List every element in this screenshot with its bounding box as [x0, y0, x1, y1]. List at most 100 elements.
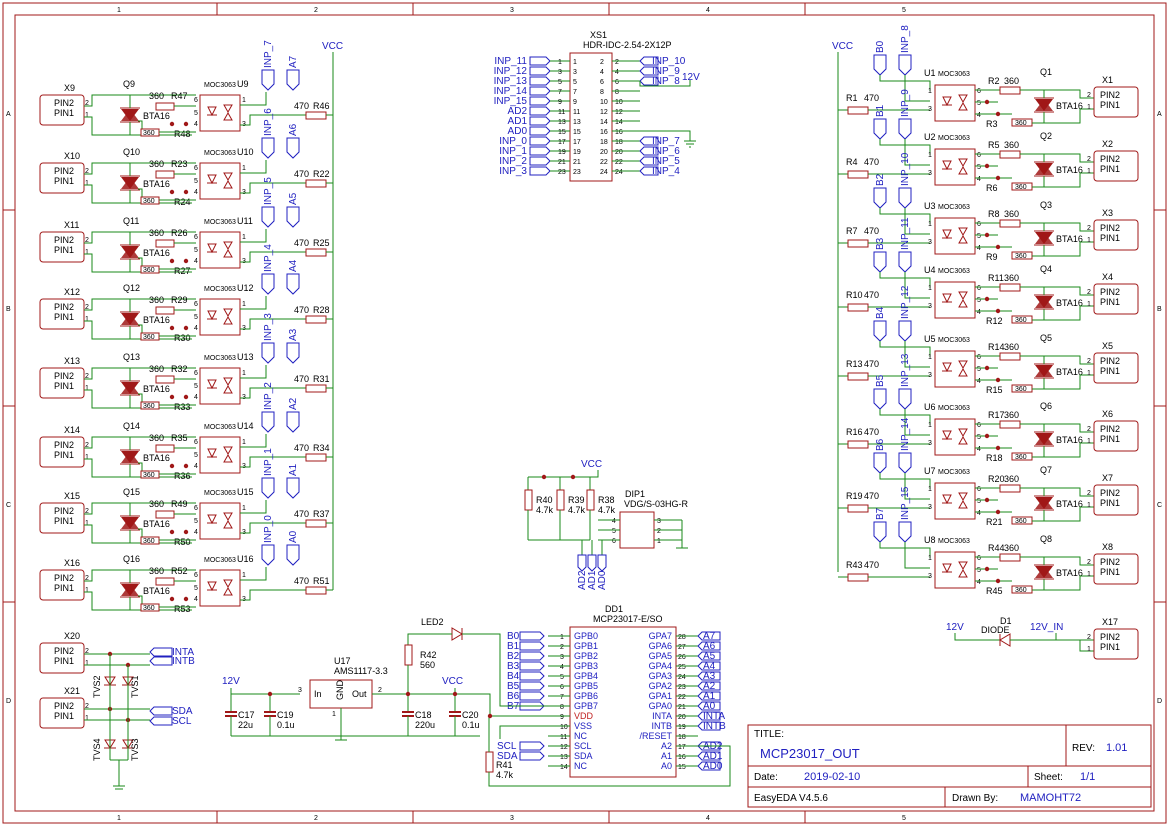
connector-x6 [1093, 420, 1139, 452]
mcu-pin-name: GPA7 [649, 631, 672, 641]
resistor-ref: R48 [174, 129, 191, 139]
pin-label: PIN2 [1100, 287, 1120, 297]
drawn-value: MAMOHT72 [1020, 792, 1081, 804]
net-label: A6 [288, 123, 299, 136]
pin-number: 3 [928, 303, 932, 310]
resistor-ref: R11 [988, 273, 1004, 283]
resistor-ref: R50 [174, 537, 191, 547]
resistor-value: 470 [864, 359, 879, 369]
pin-number: 1 [85, 587, 89, 594]
net-label-vcc: VCC [442, 676, 463, 687]
net-label: INP_9 [900, 89, 911, 117]
mcu-pin-name: GPA4 [649, 661, 672, 671]
pin-number: 1 [242, 301, 246, 308]
title-label: TITLE: [754, 729, 784, 740]
header-net-flag [529, 66, 551, 76]
frame-row-label: D [6, 698, 11, 705]
pin-number: 12 [600, 109, 608, 116]
pin-number: 2 [85, 304, 89, 311]
pin-number: 3 [928, 573, 932, 580]
capacitor-ref: C18 [415, 710, 432, 720]
mcu-net-flag [697, 711, 721, 721]
pin-number: 2 [85, 100, 89, 107]
pin-number: 19 [558, 149, 566, 156]
resistor-ref: R34 [313, 443, 330, 453]
connector-ref: X11 [64, 220, 79, 230]
mcu-pin-name: INTB [651, 721, 672, 731]
resistor-value: 360 [149, 433, 164, 443]
connector-ref: X10 [64, 151, 80, 161]
pin-number: 1 [928, 88, 932, 95]
opto-ref: U12 [237, 283, 254, 293]
pin-number: 3 [928, 106, 932, 113]
resistor-ref: R42 [420, 650, 437, 660]
pin-number: 2 [85, 575, 89, 582]
triac-model: BTA16 [143, 179, 170, 189]
pin-label: PIN1 [1100, 366, 1120, 376]
resistor-value: 360 [143, 267, 155, 274]
net-label: INP_11 [900, 217, 911, 250]
resistor-ref: R33 [174, 402, 191, 412]
sheet-label: Sheet: [1034, 772, 1063, 783]
pin-number: 2 [560, 644, 564, 651]
triac-ref: Q3 [1040, 200, 1052, 210]
pin-number: 5 [977, 233, 981, 240]
pin-number: 1 [85, 180, 89, 187]
pin-number: 19 [678, 724, 686, 731]
resistor-value: 360 [143, 538, 155, 545]
net-flag-inp_8 [898, 54, 912, 76]
connector-x1 [1093, 86, 1139, 118]
mcu-pin-name: A2 [661, 741, 672, 751]
frame-row-label: B [6, 306, 11, 313]
mcu-net-flag [697, 661, 721, 671]
sheet-value: 1/1 [1080, 771, 1095, 783]
pin-number: 2 [600, 59, 604, 66]
mcp23017-expander: DD1MCP23017-E/SOGPB01GPB12GPB23GPB34GPB4… [485, 604, 731, 787]
net-label: SDA [497, 751, 518, 762]
triac-model: BTA16 [143, 586, 170, 596]
mcu-net-flag [697, 701, 721, 711]
net-flag-a3 [286, 342, 300, 364]
mcu-net-flag [519, 751, 545, 761]
pin-number: 15 [558, 129, 566, 136]
connector-ref: X14 [64, 425, 80, 435]
net-label: A7 [703, 631, 716, 642]
pin-number: 1 [85, 660, 89, 667]
pin-number: 6 [194, 301, 198, 308]
triac-ref: Q4 [1040, 264, 1052, 274]
net-label: INP_14 [494, 86, 528, 97]
pin-number: 2 [1087, 289, 1091, 296]
pin-label: PIN1 [1100, 233, 1120, 243]
resistor-ref: R18 [986, 453, 1003, 463]
pin-number: 3 [928, 440, 932, 447]
pin-number: 5 [194, 518, 198, 525]
net-flag-b1 [873, 118, 887, 140]
pin-number: 1 [242, 370, 246, 377]
pin-number: 2 [657, 528, 661, 535]
net-label: INTA [172, 647, 194, 658]
mcu-pin-name: NC [574, 731, 587, 741]
sheet-inner-frame [14, 14, 1155, 812]
mcu-net-flag [519, 641, 545, 651]
net-flag-a6 [286, 137, 300, 159]
frame-col-label: 2 [314, 815, 318, 822]
pin-number: 1 [928, 354, 932, 361]
net-flag-inp_7 [261, 69, 275, 91]
opto-ref: U10 [237, 147, 254, 157]
pin-number: 2 [85, 373, 89, 380]
resistor-value: 470 [294, 374, 309, 384]
pin-number: 6 [977, 88, 981, 95]
pin-number: 9 [560, 714, 564, 721]
net-flag-inp_6 [261, 137, 275, 159]
mcu-pin-name: GPB0 [574, 631, 598, 641]
mcu-pin-name: GPA6 [649, 641, 672, 651]
triac-model: BTA16 [1056, 499, 1083, 509]
resistor-ref: R22 [313, 169, 330, 179]
diode-ref: D1 [1000, 616, 1012, 626]
pin-label: PIN1 [54, 312, 74, 322]
opto-ref: U6 [924, 402, 936, 412]
drawn-label: Drawn By: [952, 793, 998, 804]
